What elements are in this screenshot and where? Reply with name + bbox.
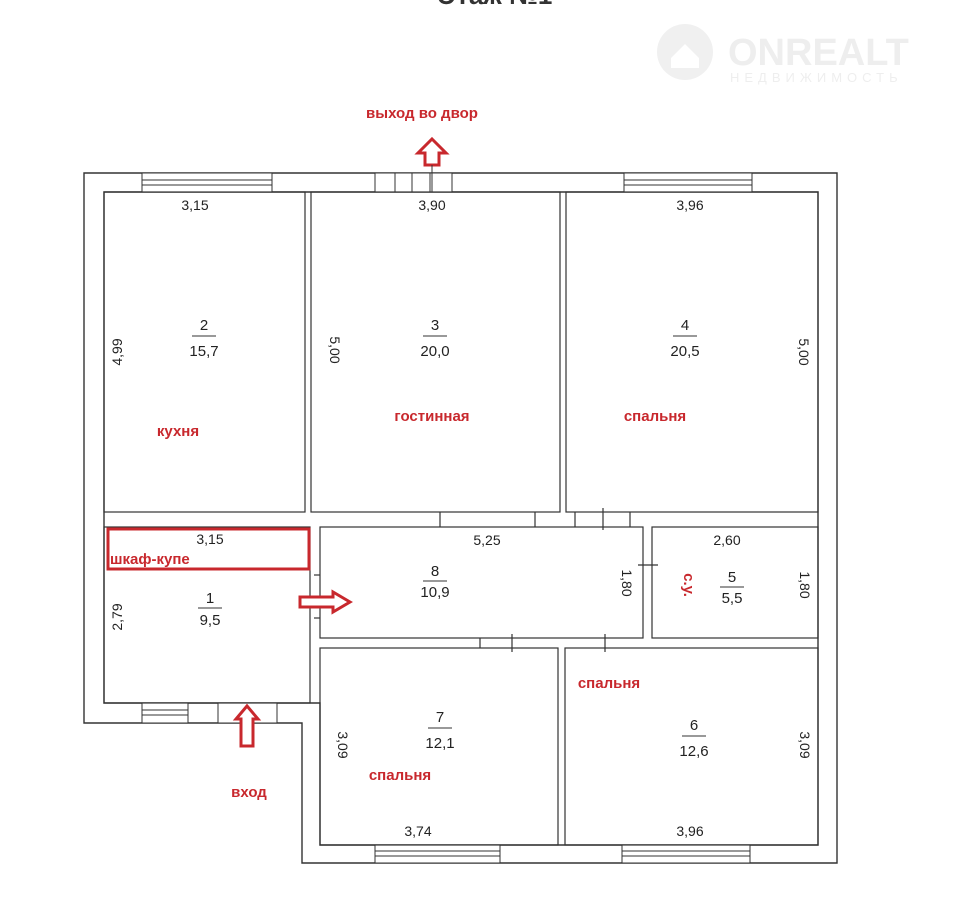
wardrobe-label: шкаф-купе bbox=[110, 551, 190, 568]
svg-text:1: 1 bbox=[206, 590, 214, 607]
svg-text:3,15: 3,15 bbox=[181, 197, 208, 213]
svg-text:гостинная: гостинная bbox=[394, 408, 469, 425]
svg-text:8: 8 bbox=[431, 563, 439, 580]
svg-text:3,90: 3,90 bbox=[418, 197, 445, 213]
watermark-sub: НЕДВИЖИМОСТЬ bbox=[730, 70, 903, 85]
svg-text:кухня: кухня bbox=[157, 423, 199, 440]
svg-text:5,00: 5,00 bbox=[796, 338, 812, 365]
svg-text:3,15: 3,15 bbox=[196, 531, 223, 547]
arrow-up-icon bbox=[414, 136, 450, 167]
svg-text:4: 4 bbox=[681, 317, 689, 334]
svg-text:7: 7 bbox=[436, 709, 444, 726]
room-3: 3,90 5,00 3 20,0 гостинная bbox=[327, 197, 470, 425]
svg-text:12,6: 12,6 bbox=[679, 743, 708, 760]
outer-wall bbox=[83, 172, 838, 864]
arrow-right-icon bbox=[298, 589, 353, 615]
entrance-label: вход bbox=[231, 784, 267, 801]
svg-text:12,1: 12,1 bbox=[425, 735, 454, 752]
svg-text:20,0: 20,0 bbox=[420, 343, 449, 360]
svg-text:3,96: 3,96 bbox=[676, 197, 703, 213]
svg-text:1,80: 1,80 bbox=[797, 571, 813, 598]
svg-text:4,99: 4,99 bbox=[109, 338, 125, 365]
svg-text:6: 6 bbox=[690, 717, 698, 734]
exit-yard-label: выход во двор bbox=[366, 105, 478, 122]
svg-text:2,79: 2,79 bbox=[109, 603, 125, 630]
inner-wall-outline bbox=[103, 191, 819, 846]
svg-text:3: 3 bbox=[431, 317, 439, 334]
watermark-brand: ONREALT bbox=[728, 32, 909, 74]
svg-text:5: 5 bbox=[728, 569, 736, 586]
svg-text:5,00: 5,00 bbox=[327, 336, 343, 363]
watermark-logo: ONREALT НЕДВИЖИМОСТЬ bbox=[657, 24, 909, 85]
room-1: 3,15 шкаф-купе 2,79 1 9,5 bbox=[106, 527, 311, 631]
arrow-up-icon bbox=[232, 703, 262, 748]
room-walls bbox=[103, 191, 819, 846]
svg-text:10,9: 10,9 bbox=[420, 584, 449, 601]
wardrobe-box bbox=[106, 527, 311, 571]
svg-text:5,25: 5,25 bbox=[473, 532, 500, 548]
bathroom-label: с.у. bbox=[680, 573, 697, 597]
svg-text:спальня: спальня bbox=[369, 767, 431, 784]
svg-text:2,60: 2,60 bbox=[713, 532, 740, 548]
svg-text:спальня: спальня bbox=[578, 675, 640, 692]
svg-text:5,5: 5,5 bbox=[722, 590, 743, 607]
room-5: 2,60 1,80 5 5,5 с.у. bbox=[680, 532, 813, 607]
svg-text:20,5: 20,5 bbox=[670, 343, 699, 360]
svg-text:спальня: спальня bbox=[624, 408, 686, 425]
svg-text:3,74: 3,74 bbox=[404, 823, 431, 839]
room-6: 3,96 3,09 6 12,6 спальня bbox=[578, 675, 813, 839]
plan-title: Этаж №1 bbox=[438, 0, 553, 10]
svg-text:9,5: 9,5 bbox=[200, 612, 221, 629]
room-2: 3,15 4,99 2 15,7 кухня bbox=[109, 197, 219, 440]
svg-text:3,09: 3,09 bbox=[797, 731, 813, 758]
svg-text:1,80: 1,80 bbox=[619, 569, 635, 596]
svg-text:3,09: 3,09 bbox=[335, 731, 351, 758]
svg-text:15,7: 15,7 bbox=[189, 343, 218, 360]
room-4: 3,96 5,00 4 20,5 спальня bbox=[624, 197, 812, 425]
room-7: 3,74 3,09 7 12,1 спальня bbox=[335, 709, 455, 839]
svg-text:3,96: 3,96 bbox=[676, 823, 703, 839]
room-8: 5,25 1,80 8 10,9 bbox=[420, 532, 635, 601]
svg-text:2: 2 bbox=[200, 317, 208, 334]
windows bbox=[141, 172, 753, 864]
